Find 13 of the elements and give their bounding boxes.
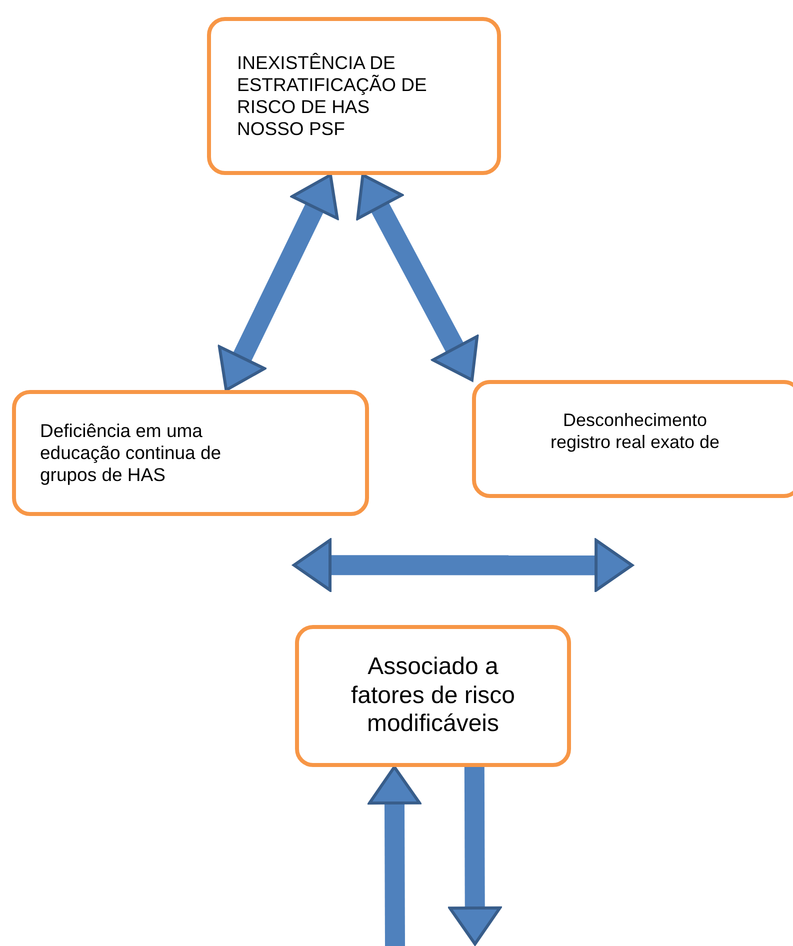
box-text: Deficiência em uma educação continua de grupos de HAS [40,420,222,486]
double-block-arrow [292,538,634,592]
block-arrow [368,766,421,946]
process-box [295,625,571,767]
double-block-arrow [218,174,339,392]
double-block-arrow [356,174,479,382]
box-text: INEXISTÊNCIA DE ESTRATIFICAÇÃO DE RISCO DE HAS NOSSO PSF [237,52,428,140]
box-text: Desconhecimento registro real exato de [549,410,721,454]
process-box [207,17,501,175]
process-box [12,390,369,516]
block-arrow [448,766,502,946]
box-text: Associado a fatores de risco modificáveis [350,652,516,740]
process-box [472,380,793,498]
